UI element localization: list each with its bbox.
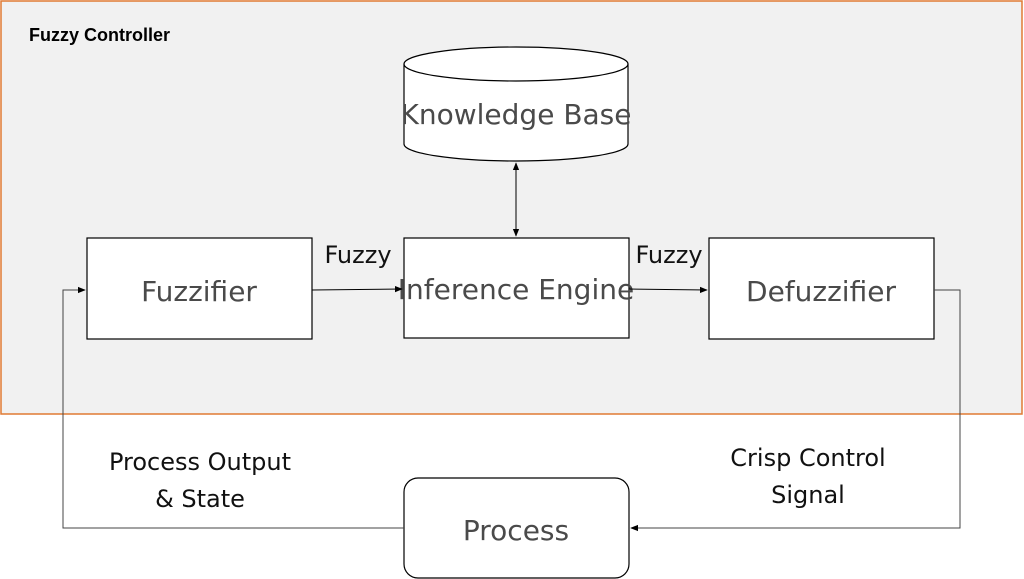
fuzzifier-to-inference-arrow <box>311 285 403 293</box>
knowledge-base-node: Knowledge Base <box>401 46 632 162</box>
fuzzifier-label: Fuzzifier <box>141 275 257 308</box>
process-node: Process <box>403 477 630 579</box>
process-output-label-line2: & State <box>155 485 245 513</box>
defuzzifier-node: Defuzzifier <box>708 237 935 340</box>
fuzzy-label-left: Fuzzy <box>324 241 391 269</box>
process-output-label-line1: Process Output <box>109 448 291 476</box>
defuzzifier-to-process-arrow <box>630 289 961 532</box>
crisp-signal-label-line1: Crisp Control <box>730 444 885 472</box>
inference-engine-label: Inference Engine <box>398 273 634 306</box>
inference-to-defuzzifier-arrow <box>628 286 708 294</box>
fuzzy-label-right: Fuzzy <box>635 241 702 269</box>
process-label: Process <box>463 514 569 547</box>
inference-engine-node: Inference Engine <box>398 237 634 339</box>
knowledge-base-label: Knowledge Base <box>401 98 632 131</box>
process-to-fuzzifier-arrow <box>62 286 404 529</box>
crisp-signal-label-line2: Signal <box>771 481 845 509</box>
fuzzifier-node: Fuzzifier <box>86 237 313 340</box>
defuzzifier-label: Defuzzifier <box>746 275 896 308</box>
container-title: Fuzzy Controller <box>29 25 170 45</box>
